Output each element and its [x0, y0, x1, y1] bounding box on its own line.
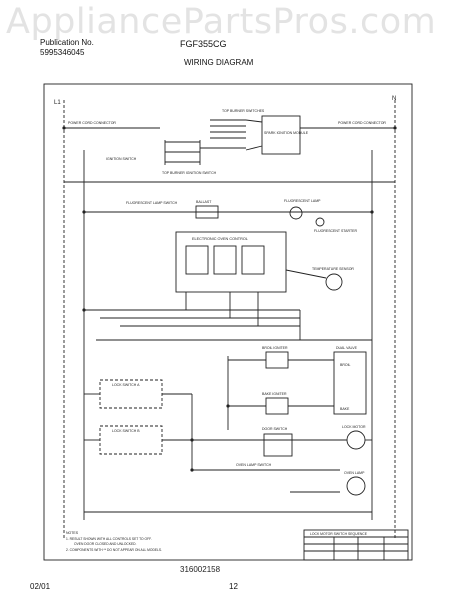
publication-label: Publication No. [40, 38, 94, 47]
ignition-switch-label: IGNITION SWITCH [106, 157, 137, 161]
spark-ignition-module [261, 115, 301, 155]
fluorescent-lamp-switch-label: FLUORESCENT LAMP SWITCH [126, 201, 178, 205]
fluorescent-lamp [289, 206, 303, 220]
bake-label: BAKE [340, 407, 350, 411]
door-switch [263, 433, 293, 457]
broil-igniter-label: BROIL IGNITER [262, 346, 288, 350]
diagram-title: WIRING DIAGRAM [184, 58, 254, 67]
publication-number: 5995346045 [40, 48, 85, 57]
diagram-frame [43, 83, 413, 561]
top-burner-switches-label: TOP BURNER SWITCHES [222, 109, 265, 113]
broil-label: BROIL [340, 363, 351, 367]
temperature-sensor-label: TEMPERATURE SENSOR [312, 267, 354, 271]
oven-lamp-label: OVEN LAMP [344, 471, 365, 475]
drawing-number: 316002158 [180, 565, 221, 574]
broil-igniter [265, 351, 289, 369]
power-cord-right-label: POWER CORD CONNECTOR [338, 121, 386, 125]
spark-module-label: SPARK IGNITION MODULE [264, 131, 309, 135]
fluorescent-lamp-label: FLUORESCENT LAMP [284, 199, 321, 203]
bake-igniter-label: BAKE IGNITER [262, 392, 287, 396]
model-number: FGF355CG [180, 39, 227, 49]
lock-switch-b-label: LOCK SWITCH B [112, 429, 140, 433]
line-n-label: N [392, 96, 396, 102]
watermark-logo-text: AppliancePartsPros.com [6, 2, 437, 42]
oven-lamp [346, 476, 366, 496]
page-number: 12 [229, 582, 238, 591]
lock-switch-a-label: LOCK SWITCH A [112, 383, 140, 387]
dual-valve [333, 351, 367, 415]
electronic-oven-control [175, 231, 287, 293]
oven-lamp-switch-label: OVEN LAMP SWITCH [236, 463, 272, 467]
power-cord-left-label: POWER CORD CONNECTOR [68, 121, 116, 125]
note-1b: OVEN DOOR CLOSED AND UNLOCKED. [74, 542, 137, 546]
top-burner-ignition-label: TOP BURNER IGNITION SWITCH [162, 171, 217, 175]
door-switch-label: DOOR SWITCH [262, 427, 288, 431]
bake-igniter [265, 397, 289, 415]
lock-motor-sequence-table [303, 529, 409, 561]
footer-date: 02/01 [30, 582, 51, 591]
note-2: 2. COMPONENTS WITH ** DO NOT APPEAR ON A… [66, 548, 162, 552]
fluorescent-starter-label: FLUORESCENT STARTER [314, 229, 357, 233]
lock-motor [346, 430, 366, 450]
notes-title: NOTES [66, 531, 79, 535]
electronic-oven-control-label: ELECTRONIC OVEN CONTROL [192, 237, 248, 241]
sequence-table-title: LOCK MOTOR SWITCH SEQUENCE [310, 532, 368, 536]
ballast-label: BALLAST [196, 200, 212, 204]
lock-motor-label: LOCK MOTOR [342, 425, 366, 429]
temperature-sensor [325, 273, 343, 291]
ballast [195, 205, 219, 219]
line-l1-label: L1 [54, 100, 61, 106]
note-1: 1. RESULT SHOWN WITH ALL CONTROLS SET TO… [66, 537, 152, 541]
dual-valve-label: DUAL VALVE [336, 346, 358, 350]
